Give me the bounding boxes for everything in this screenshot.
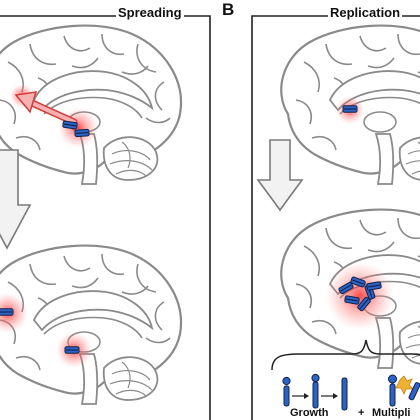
panel-letter-b: B [222,0,235,19]
panel-replication [251,15,420,420]
pathology-hotspot [0,293,28,333]
label-growth: Growth [290,407,329,419]
bracket-brace [271,339,420,371]
label-multiplication: Multipli [372,407,411,419]
panel-frame [0,15,211,420]
panel-title-spreading: Spreading [116,4,184,22]
fragmentation-icon [388,374,420,407]
panel-spreading [0,15,211,420]
growth-sequence-icon [282,373,348,411]
panel-title-replication: Replication [328,4,403,22]
pathology-hotspot [326,262,394,330]
down-arrow-icon [0,149,32,250]
protein-aggregate-icon [342,105,358,113]
label-plus: + [358,407,365,419]
down-arrow-icon [256,139,304,212]
brain-icon [0,244,183,406]
spread-arrow-icon [14,91,78,126]
